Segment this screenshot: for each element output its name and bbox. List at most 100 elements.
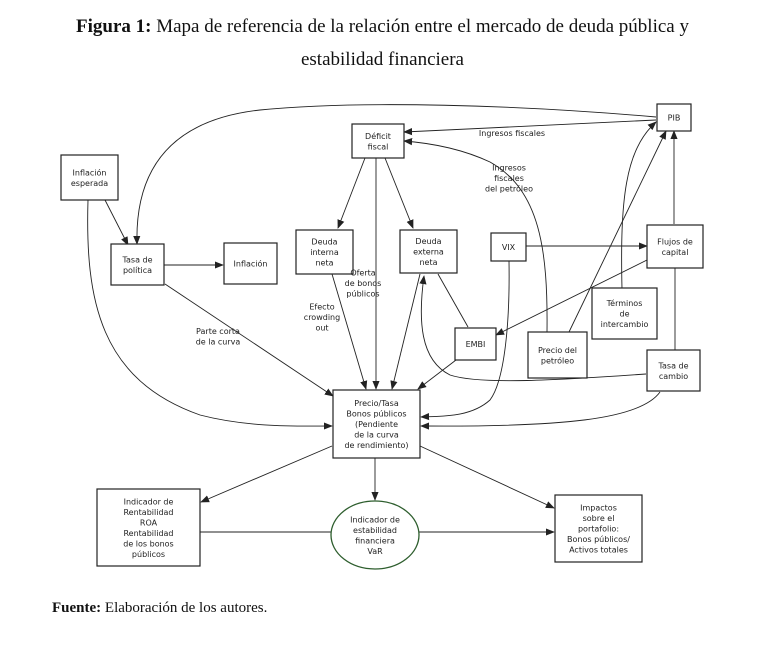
edge-inflacion-esperada-to-bonos (87, 199, 333, 430)
text-line: Activos totales (569, 546, 628, 555)
text-line: EMBI (466, 340, 486, 349)
text-line: Bonos públicos (346, 410, 406, 419)
text-line: Inflación (234, 259, 268, 269)
text-block: VIX (502, 243, 516, 252)
text-line: del petróleo (485, 184, 533, 194)
text-line: Inflación (73, 167, 107, 177)
text-line: Indicador de (350, 515, 400, 524)
node-inflacion: Inflación (223, 242, 278, 285)
text-line: Impactos (580, 504, 617, 513)
text-line: Rentabilidad (123, 508, 173, 517)
text-line: petróleo (541, 355, 574, 365)
edge-bonos-to-rentabilidad (200, 445, 333, 503)
text-line: externa (413, 248, 444, 257)
node-tasa-cambio: Tasa de cambio (646, 349, 701, 392)
text-line: Tasa de (657, 361, 688, 370)
text-line: financiera (355, 536, 395, 545)
figure-title-line1: Figura 1: Mapa de referencia de la relac… (0, 10, 765, 43)
node-vix: VIX (490, 232, 527, 262)
text-line: Ingresos (492, 164, 526, 173)
text-line: fiscales (494, 174, 524, 183)
edge-embi-to-bonos (417, 359, 457, 390)
text-line: Precio/Tasa (354, 399, 399, 408)
text-line: de la curva (196, 337, 241, 346)
text-line: Deuda (415, 237, 441, 246)
edges (87, 104, 678, 536)
edge-deuda-interna-to-bonos (331, 273, 368, 390)
text-line: VIX (502, 243, 516, 252)
text-line: Efecto (309, 303, 334, 312)
node-flujos-capital: Flujos de capital (646, 224, 704, 269)
text-block: Ingresos fiscales (479, 129, 545, 138)
text-line: out (315, 324, 328, 333)
text-block: PIB (668, 114, 681, 123)
text-line: de los bonos (123, 539, 173, 548)
text-line: Bonos públicos/ (567, 535, 630, 544)
text-line: Oferta (350, 269, 375, 278)
edge-deficit-to-deuda-externa (384, 157, 414, 229)
text-block: Flujos de capital (657, 237, 693, 257)
text-line: cambio (659, 372, 688, 381)
text-line: Rentabilidad (123, 529, 173, 538)
figure-title-text: Mapa de referencia de la relación entre … (156, 16, 689, 37)
edge-inflacion-esperada-to-tasa-politica (104, 199, 129, 246)
text-line: Déficit (365, 131, 391, 141)
text-line: (Pendiente (355, 420, 398, 429)
edge-terminos-to-pib (621, 121, 657, 290)
edge-petroleo-to-deficit-fiscal (403, 138, 548, 333)
text-line: fiscal (368, 142, 389, 151)
text-line: de la curva (354, 431, 399, 440)
edge-petroleo-to-pib (568, 130, 667, 333)
text-line: sobre el (583, 514, 615, 523)
text-line: Deuda (311, 238, 337, 247)
text-line: Términos (606, 298, 643, 308)
edge-deficit-to-deuda-interna (337, 157, 366, 229)
text-line: Indicador de (124, 497, 174, 506)
text-line: PIB (668, 114, 681, 123)
edge-deuda-externa-to-embi (437, 273, 469, 328)
text-line: Ingresos fiscales (479, 129, 545, 138)
text-line: intercambio (601, 320, 649, 329)
edge-bonos-to-impactos (419, 445, 555, 509)
text-line: Flujos de (657, 237, 693, 246)
edge-tasa-politica-to-bonos (164, 283, 334, 397)
text-line: portafolio: (578, 525, 619, 534)
text-line: de bonos (345, 279, 382, 288)
text-line: capital (662, 248, 689, 257)
text-line: de (620, 310, 630, 319)
text-line: ROA (140, 518, 158, 527)
text-block: Tasa de cambio (657, 361, 688, 381)
text-line: Precio del (538, 346, 577, 355)
text-line: VaR (367, 547, 383, 556)
text-block: EMBI (466, 340, 486, 349)
text-line: interna (310, 248, 339, 257)
text-line: crowding (304, 313, 340, 322)
edge-tasa-cambio-to-bonos (420, 391, 661, 430)
figure-source: Fuente: Elaboración de los autores. (52, 600, 267, 617)
